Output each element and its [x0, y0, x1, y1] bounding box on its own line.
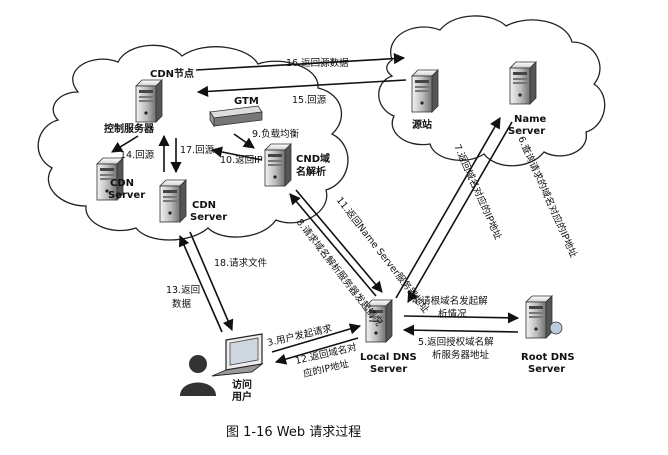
- arrow-18: [189, 231, 234, 332]
- arrow-4: [403, 312, 520, 324]
- step-4-label-1: 4.请根域名发起解: [412, 295, 488, 307]
- arrow-8: [289, 193, 377, 297]
- step-15-label: 15.回源: [292, 95, 327, 106]
- user-label-2: 用户: [231, 390, 252, 403]
- arrow-15: [196, 79, 407, 98]
- step-13-label-2: 数据: [172, 298, 192, 310]
- step-5-label-2: 析服务器地址: [432, 349, 490, 361]
- figure-caption: 图 1-16 Web 请求过程: [226, 425, 361, 440]
- laptop-icon: [211, 333, 264, 377]
- gtm-device-icon: [209, 105, 263, 128]
- origin-label: 源站: [412, 118, 432, 131]
- step-11-label: 11.返回Name Server服务器地址: [334, 194, 432, 315]
- step-18-label: 18.请求文件: [214, 257, 268, 269]
- step-10-label: 10.返回IP: [220, 154, 263, 166]
- arrow-7: [407, 121, 513, 303]
- cdn-server-left-label-1: CDN: [110, 178, 134, 189]
- arrow-11: [295, 189, 383, 293]
- step-5-label-1: 5.返回授权域名解: [418, 336, 494, 348]
- root-dns-server-icon: [525, 295, 553, 339]
- user-label-1: 访问: [232, 378, 252, 391]
- arrow-14: [111, 135, 139, 153]
- arrow-9: [233, 133, 255, 149]
- step-14-label: 14.回源: [120, 150, 155, 161]
- arrow-5: [402, 324, 519, 336]
- arrow-3: [271, 323, 362, 353]
- globe-icon: [549, 321, 563, 335]
- name-server-label-2: Server: [508, 126, 545, 137]
- cdn-node-label: CDN节点: [150, 67, 194, 80]
- step-13-label-1: 13.返回: [166, 284, 200, 296]
- arrow-13: [178, 234, 223, 333]
- cdn-server-mid-label-2: Server: [190, 212, 227, 223]
- local-dns-label-1: Local DNS: [360, 352, 417, 363]
- step-3-label: 3.用户发起请求: [266, 322, 334, 349]
- arrow-6: [395, 117, 501, 299]
- step-17-label: 17.回源: [180, 145, 215, 156]
- arrow-10: [210, 146, 263, 161]
- arrow-12: [274, 337, 359, 365]
- cdn-dns-server-icon: [264, 143, 292, 187]
- user-icon: [180, 355, 216, 396]
- cdn-server-mid-icon: [159, 179, 187, 223]
- name-server-label-1: Name: [514, 114, 547, 125]
- control-server-icon: [135, 79, 163, 123]
- root-dns-label-2: Server: [528, 364, 565, 375]
- step-4-label-2: 析情况: [438, 308, 467, 320]
- step-9-label: 9.负载均衡: [252, 128, 300, 140]
- root-dns-label-1: Root DNS: [521, 352, 575, 363]
- local-dns-label-2: Server: [370, 364, 407, 375]
- name-server-icon: [509, 61, 537, 105]
- cdn-server-mid-label-1: CDN: [192, 200, 216, 211]
- cdn-dns-label-2: 名解析: [296, 165, 326, 178]
- cdn-dns-label-1: CND域: [296, 152, 330, 165]
- origin-cloud: [378, 15, 606, 167]
- origin-server-icon: [411, 69, 439, 113]
- arrow-16: [195, 52, 406, 71]
- step-16-label: 16.返回源数据: [286, 57, 349, 69]
- cdn-server-left-label-2: Server: [108, 190, 145, 201]
- control-server-label: 控制服务器: [104, 122, 155, 135]
- gtm-label: GTM: [234, 96, 259, 107]
